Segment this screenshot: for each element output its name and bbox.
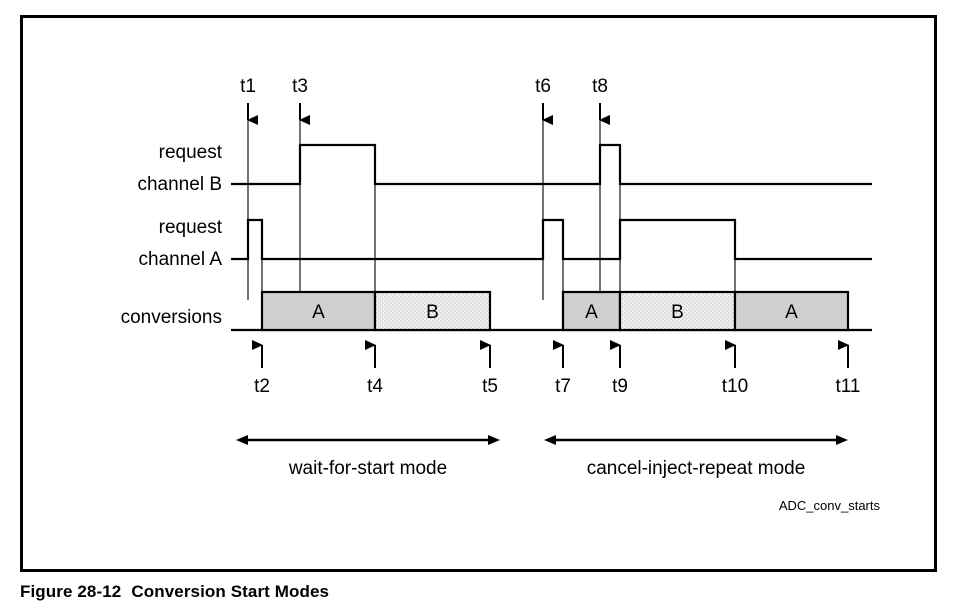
figure-frame-border bbox=[20, 15, 937, 572]
figure-caption-title: Conversion Start Modes bbox=[131, 582, 330, 601]
figure-caption: Figure 28-12 Conversion Start Modes bbox=[20, 582, 937, 602]
figure-caption-number: Figure 28-12 bbox=[20, 582, 122, 601]
